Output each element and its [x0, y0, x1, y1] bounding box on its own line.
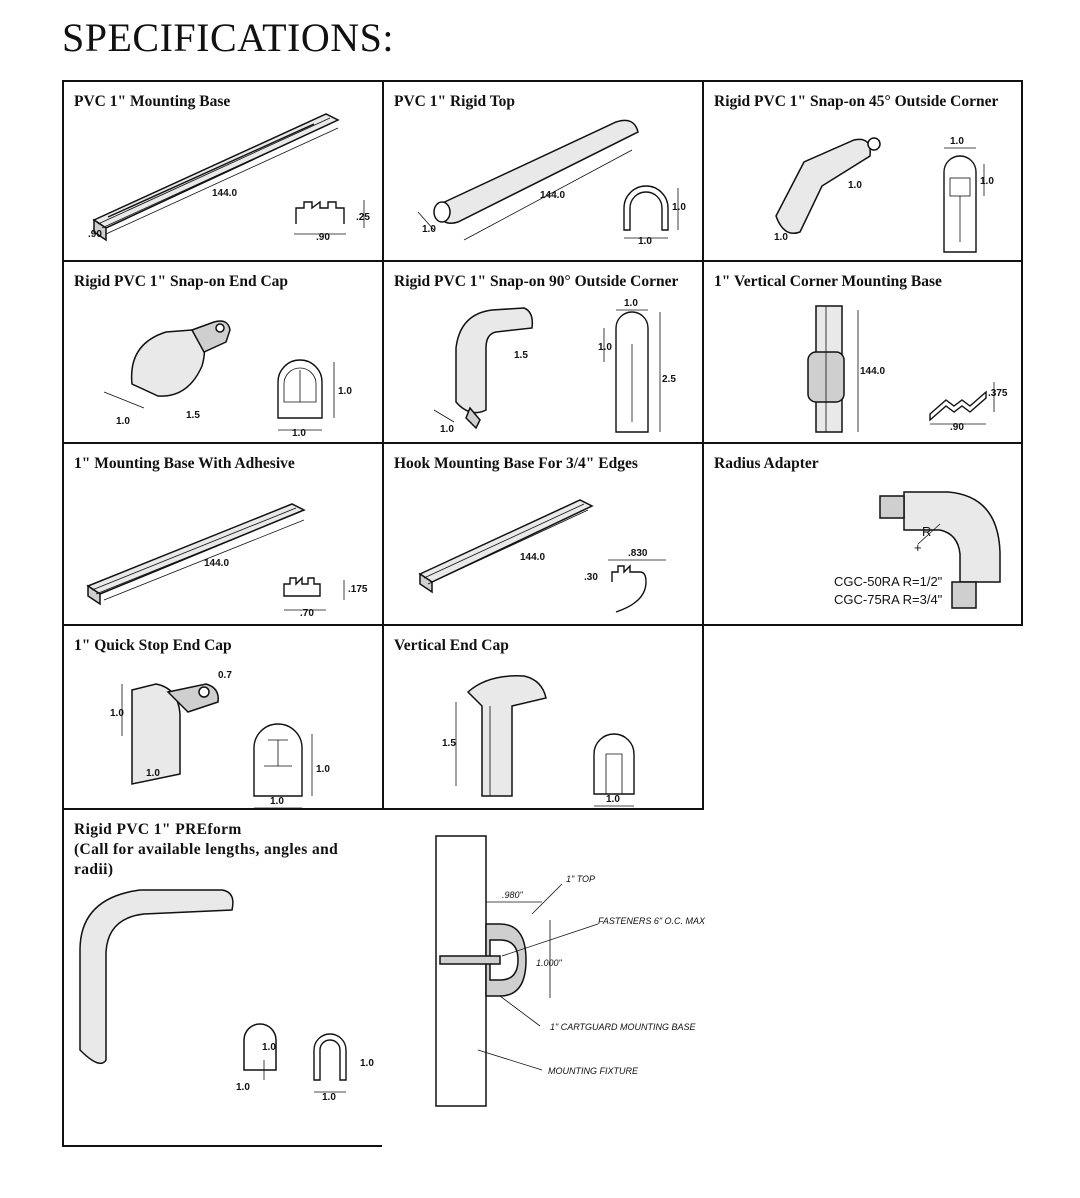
dim-depth: 1.0: [146, 768, 160, 779]
vertical-corner-drawing: 144.0 .90 .375: [807, 305, 1008, 433]
dim-length: 144.0: [212, 188, 237, 199]
vertical-end-cap-drawing: 1.5 1.0: [442, 675, 635, 807]
installation-drawing: .980" 1" TOP FASTENERS 6" O.C. MAX 1.000…: [435, 835, 706, 1107]
cell-pvc-rigid-top: PVC 1" Rigid Top 1.0 144.0 1.0 1.0: [382, 80, 704, 262]
model-75: CGC-75RA R=3/4": [834, 592, 943, 607]
dim-profile-height: 1.0: [316, 764, 330, 775]
label-fixture: MOUNTING FIXTURE: [548, 1066, 639, 1076]
dim-a: 1.0: [116, 416, 130, 427]
cell-title: Rigid PVC 1" Snap-on 90° Outside Corner: [394, 273, 679, 290]
dim-height: .30: [584, 572, 598, 583]
dim-height: .375: [988, 388, 1008, 399]
cell-preform: Rigid PVC 1" PREform(Call for available …: [62, 808, 384, 1147]
cell-title: 1" Vertical Corner Mounting Base: [714, 273, 942, 290]
mounting-base-drawing: 144.0 .90 .90 .25: [88, 113, 370, 243]
cell-mounting-base-adhesive: 1" Mounting Base With Adhesive 144.0 .70…: [62, 442, 384, 626]
adhesive-base-drawing: 144.0 .70 .175: [86, 503, 368, 619]
dim-e: 2.5: [662, 374, 676, 385]
model-50: CGC-50RA R=1/2": [834, 574, 943, 589]
dim-tab: 0.7: [218, 670, 232, 681]
dim-d: 1.0: [980, 176, 994, 187]
dim-c: 1.0: [950, 136, 964, 147]
label-fasteners: FASTENERS 6" O.C. MAX: [598, 916, 706, 926]
dim-c: 1.0: [624, 298, 638, 309]
dim-a: 1.0: [774, 232, 788, 243]
dim-width: .90: [950, 422, 964, 433]
cell-title: Hook Mounting Base For 3/4" Edges: [394, 455, 638, 472]
dim-height: 1.5: [442, 738, 456, 749]
dim-profile-width: 1.0: [638, 236, 652, 247]
dim-profile-width: .90: [316, 232, 330, 243]
cell-45-outside-corner: Rigid PVC 1" Snap-on 45° Outside Corner …: [702, 80, 1023, 262]
cell-title: PVC 1" Mounting Base: [74, 93, 231, 110]
label-980: .980": [502, 890, 524, 900]
quick-stop-drawing: 0.7 1.0 1.0 1.0 1.0: [110, 670, 330, 809]
dim-length: 144.0: [860, 366, 885, 377]
end-cap-drawing: 1.0 1.5 1.0 1.0: [103, 320, 352, 439]
cell-title: Rigid PVC 1" PREform(Call for available …: [74, 821, 339, 878]
dim-length: 144.0: [540, 190, 565, 201]
cell-snap-on-end-cap: Rigid PVC 1" Snap-on End Cap 1.0 1.5 1.0…: [62, 260, 384, 444]
dim-d: 1.0: [598, 342, 612, 353]
cell-pvc-mounting-base: PVC 1" Mounting Base 144.0 .90 .90 .25: [62, 80, 384, 262]
dim-width: .830: [628, 548, 648, 559]
dim-b: 1.5: [514, 350, 528, 361]
dim-length: 144.0: [204, 558, 229, 569]
cell-title: Rigid PVC 1" Snap-on 45° Outside Corner: [714, 93, 999, 110]
hook-base-drawing: 144.0 .830 .30: [418, 499, 666, 613]
radius-adapter-drawing: R + CGC-50RA R=1/2" CGC-75RA R=3/4": [834, 491, 1001, 609]
dim-width: 1.0: [606, 794, 620, 805]
cell-title: 1" Quick Stop End Cap: [74, 637, 232, 654]
cell-quick-stop-end-cap: 1" Quick Stop End Cap 0.7 1.0 1.0 1.0 1.…: [62, 624, 384, 810]
cell-title: 1" Mounting Base With Adhesive: [74, 455, 295, 472]
cell-vertical-corner-mounting-base: 1" Vertical Corner Mounting Base 144.0 .…: [702, 260, 1023, 444]
dim-height: 1.0: [110, 708, 124, 719]
cell-radius-adapter: Radius Adapter R + CGC-50RA R=1/2" CGC-7…: [702, 442, 1023, 626]
radius-label: R: [922, 524, 931, 539]
cell-title: Vertical End Cap: [394, 637, 509, 654]
cell-title: PVC 1" Rigid Top: [394, 93, 516, 110]
cell-hook-mounting-base: Hook Mounting Base For 3/4" Edges 144.0 …: [382, 442, 704, 626]
dim-c: 1.0: [322, 1092, 336, 1103]
label-1000: 1.000": [536, 958, 563, 968]
label-mounting-base: 1" CARTGUARD MOUNTING BASE: [550, 1022, 697, 1032]
radius-center: +: [914, 540, 922, 555]
dim-b: 1.0: [848, 180, 862, 191]
dim-profile-height: 1.0: [672, 202, 686, 213]
specifications-grid: PVC 1" Mounting Base 144.0 .90 .90 .25 P…: [62, 80, 1023, 1147]
cell-vertical-end-cap: Vertical End Cap 1.5 1.0: [382, 624, 704, 810]
dim-width: .90: [88, 229, 102, 240]
dim-a: 1.0: [262, 1042, 276, 1053]
installation-diagram: .980" 1" TOP FASTENERS 6" O.C. MAX 1.000…: [382, 808, 706, 1147]
dim-width: .70: [300, 608, 314, 619]
dim-c: 1.0: [292, 428, 306, 439]
dim-width: 1.0: [270, 796, 284, 807]
dim-profile-height: .25: [356, 212, 370, 223]
dim-b: 1.5: [186, 410, 200, 421]
cell-title: Radius Adapter: [714, 455, 819, 472]
cell-title: Rigid PVC 1" Snap-on End Cap: [74, 273, 289, 290]
dim-height: .175: [348, 584, 368, 595]
dim-b: 1.0: [236, 1082, 250, 1093]
corner-90-drawing: 1.0 1.5 1.0 1.0 2.5: [433, 298, 676, 435]
dim-a: 1.0: [440, 424, 454, 435]
label-top: 1" TOP: [566, 874, 595, 884]
preform-drawing: 1.0 1.0 1.0 1.0: [79, 889, 374, 1103]
dim-depth: 1.0: [422, 224, 436, 235]
page-title: SPECIFICATIONS:: [62, 15, 395, 60]
dim-length: 144.0: [520, 552, 545, 563]
dim-d: 1.0: [360, 1058, 374, 1069]
rigid-top-drawing: 1.0 144.0 1.0 1.0: [417, 119, 686, 247]
dim-d: 1.0: [338, 386, 352, 397]
corner-45-drawing: 1.0 1.0 1.0 1.0: [774, 136, 994, 253]
cell-90-outside-corner: Rigid PVC 1" Snap-on 90° Outside Corner …: [382, 260, 704, 444]
